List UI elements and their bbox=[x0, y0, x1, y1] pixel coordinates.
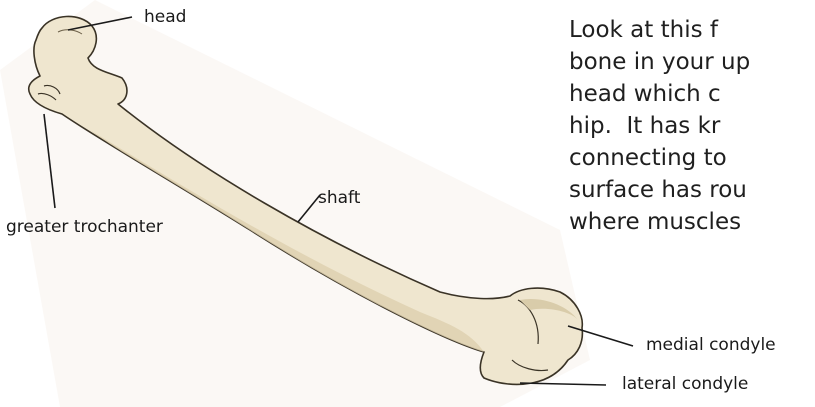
description-paragraph: Look at this f bone in your up head whic… bbox=[569, 14, 815, 238]
paragraph-line: connecting to bbox=[569, 142, 815, 174]
paragraph-line: where muscles bbox=[569, 206, 815, 238]
shaft-label: shaft bbox=[318, 188, 360, 208]
paragraph-line: head which c bbox=[569, 78, 815, 110]
medial-condyle-label: medial condyle bbox=[646, 335, 776, 355]
paragraph-line: bone in your up bbox=[569, 46, 815, 78]
lateral-condyle-label: lateral condyle bbox=[622, 374, 748, 394]
paragraph-line: Look at this f bbox=[569, 14, 815, 46]
paragraph-line: surface has rou bbox=[569, 174, 815, 206]
paragraph-line: hip. It has kr bbox=[569, 110, 815, 142]
greater-trochanter-label: greater trochanter bbox=[6, 217, 163, 237]
head-label: head bbox=[144, 7, 186, 27]
